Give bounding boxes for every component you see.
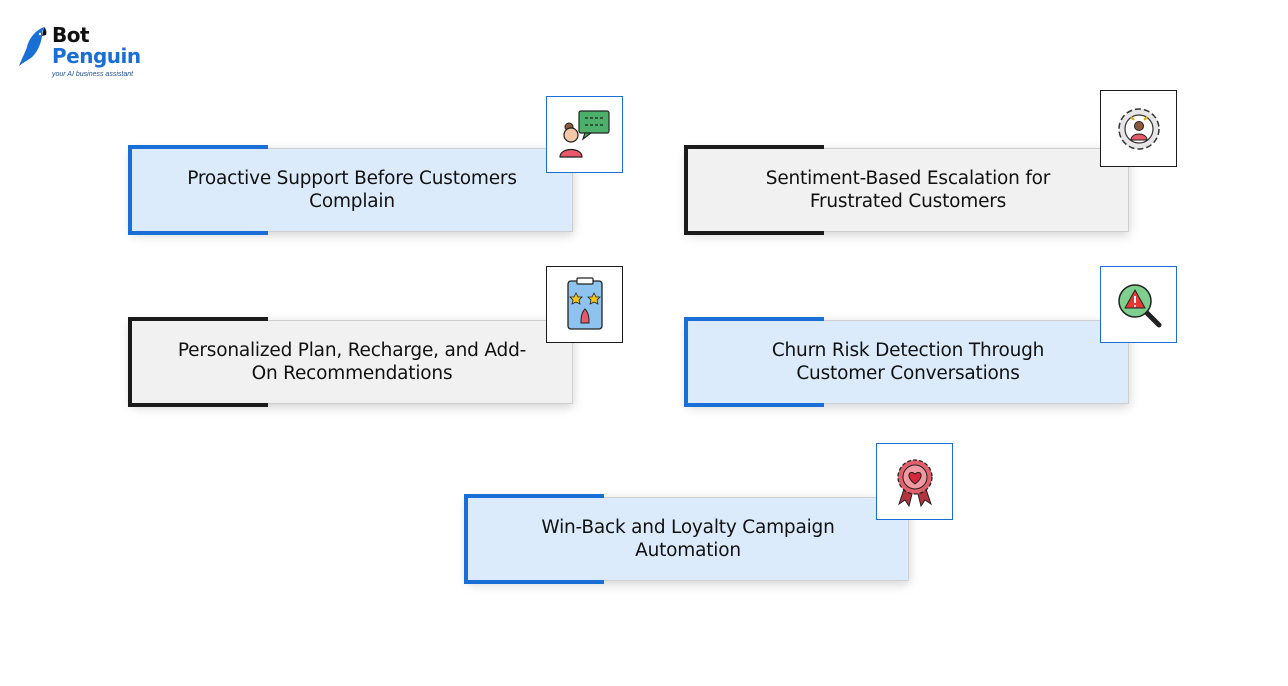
card-title: Win-Back and Loyalty Campaign Automation bbox=[541, 517, 835, 561]
card-sentiment-escalation: Sentiment-Based Escalation for Frustrate… bbox=[684, 145, 1129, 235]
card-personalized-recommendations: Personalized Plan, Recharge, and Add-On … bbox=[128, 317, 573, 407]
recommendation-board-icon bbox=[546, 266, 623, 343]
card-title: Sentiment-Based Escalation for Frustrate… bbox=[765, 168, 1051, 212]
penguin-logo-icon bbox=[19, 27, 47, 66]
card-title: Proactive Support Before Customers Compl… bbox=[187, 168, 517, 212]
card-proactive-support: Proactive Support Before Customers Compl… bbox=[128, 145, 573, 235]
card-win-back-loyalty: Win-Back and Loyalty Campaign Automation bbox=[464, 494, 909, 584]
brand-name-line1: Bot bbox=[52, 23, 90, 47]
frustrated-customer-gear-icon bbox=[1100, 90, 1177, 167]
brand-name-line2: Penguin bbox=[52, 44, 141, 68]
botpenguin-logo: Bot Penguin your AI business assistant bbox=[18, 24, 148, 84]
risk-magnifier-icon bbox=[1100, 266, 1177, 343]
card-title: Churn Risk Detection Through Customer Co… bbox=[771, 340, 1045, 384]
brand-tagline: your AI business assistant bbox=[52, 71, 134, 78]
support-agent-chat-icon bbox=[546, 96, 623, 173]
loyalty-badge-icon bbox=[876, 443, 953, 520]
card-title: Personalized Plan, Recharge, and Add-On … bbox=[177, 340, 527, 384]
card-churn-risk-detection: Churn Risk Detection Through Customer Co… bbox=[684, 317, 1129, 407]
